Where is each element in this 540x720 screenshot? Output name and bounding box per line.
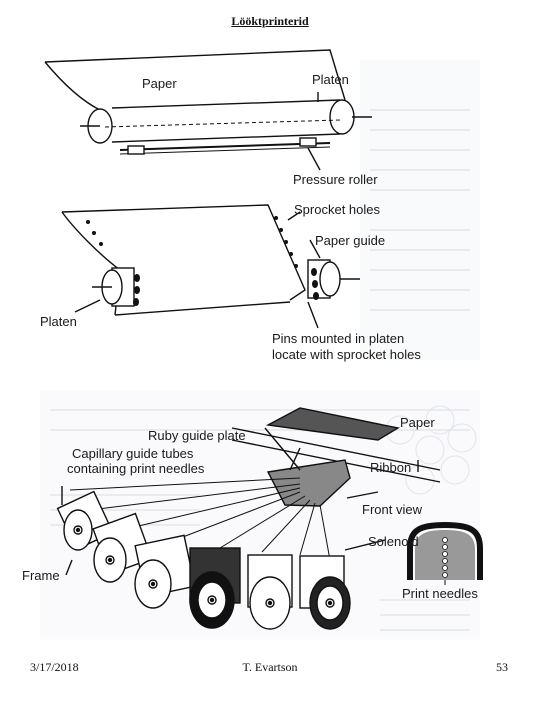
label-capillary-line2: containing print needles — [67, 461, 205, 476]
label-paper-guide: Paper guide — [315, 233, 385, 248]
label-platen-top: Platen — [312, 72, 349, 87]
footer-page-number: 53 — [496, 660, 508, 674]
label-solenoid: Solenoid — [368, 534, 419, 549]
label-capillary-line1: Capillary guide tubes — [72, 446, 194, 461]
label-frame: Frame — [22, 568, 60, 583]
label-front-view: Front view — [362, 502, 423, 517]
label-ribbon: Ribbon — [370, 460, 411, 475]
label-pressure-roller: Pressure roller — [293, 172, 378, 187]
footer-date: 3/17/2018 — [30, 660, 79, 674]
print-head-diagram — [56, 407, 483, 630]
label-ruby-guide-plate: Ruby guide plate — [148, 428, 246, 443]
label-pins-line1: Pins mounted in platen — [272, 331, 404, 346]
tractor-feed-diagram — [61, 204, 360, 329]
label-platen-left: Platen — [40, 314, 77, 329]
friction-feed-diagram — [44, 49, 372, 171]
label-print-needles: Print needles — [402, 586, 478, 601]
diagram-labels: Paper Platen Pressure roller Sprocket ho… — [22, 72, 478, 601]
slide-title: Lööktprinterid — [231, 14, 309, 28]
footer-author: T. Evartson — [242, 660, 298, 674]
solenoid-coils — [56, 490, 351, 630]
label-paper-top: Paper — [142, 76, 177, 91]
front-view-inset — [407, 521, 483, 585]
label-pins-line2: locate with sprocket holes — [272, 347, 421, 362]
label-sprocket-holes: Sprocket holes — [294, 202, 380, 217]
label-paper-right: Paper — [400, 415, 435, 430]
